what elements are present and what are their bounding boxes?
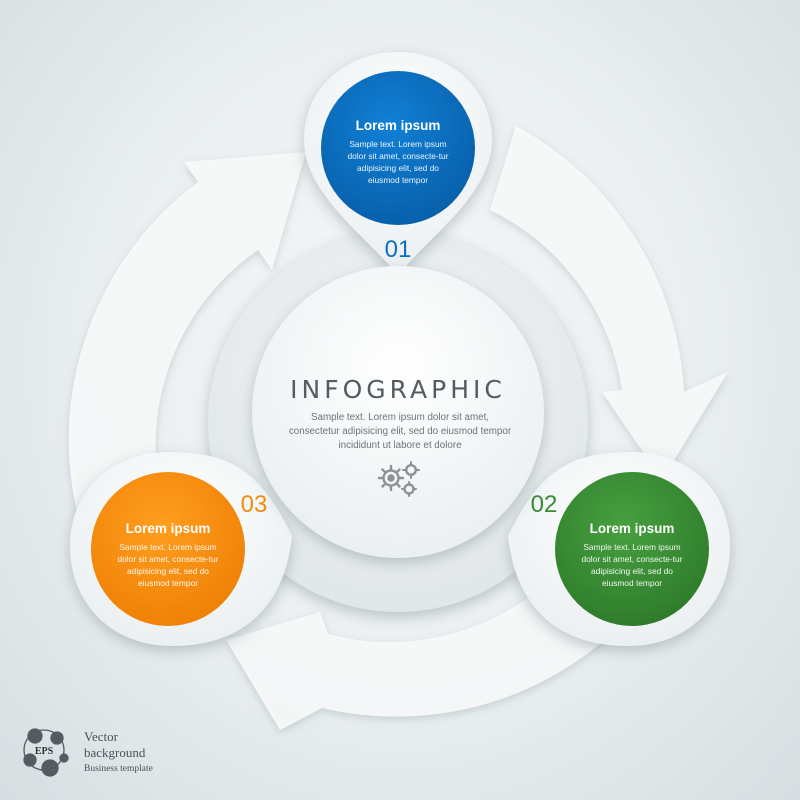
logo-line-2: background [84,745,146,760]
logo-block: Vector background Business template [22,728,192,784]
logo-mark [23,728,69,777]
logo-badge-text: EPS [35,746,54,757]
step-02-circle [555,472,709,626]
arrow-left-to-top [68,152,306,560]
logo-line-1: Vector [84,729,118,744]
cycle-arrows [68,126,728,730]
arrow-top-to-right [490,126,728,480]
center-circle [252,266,544,558]
arrow-right-to-left [226,570,618,730]
step-03-circle [91,472,245,626]
step-01-circle [321,71,475,225]
logo-line-3: Business template [84,764,153,774]
gears-icon [377,461,420,497]
